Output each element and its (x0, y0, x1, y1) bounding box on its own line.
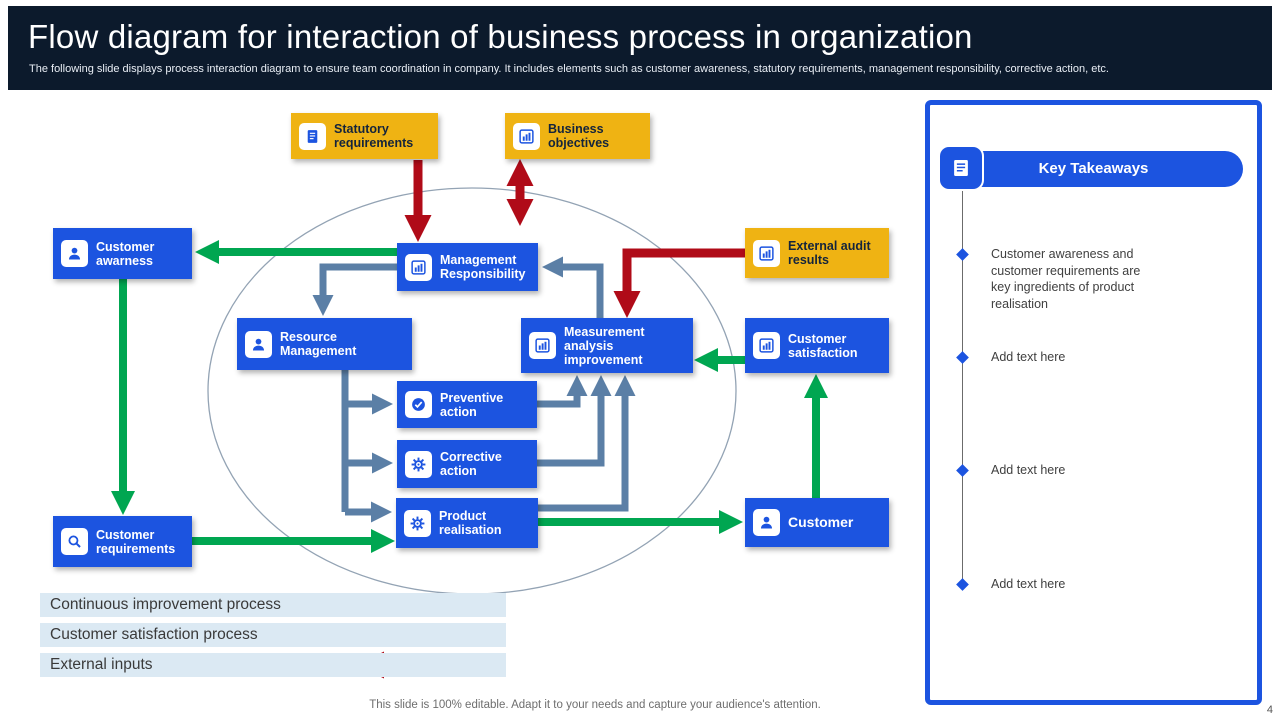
takeaways-timeline (962, 188, 963, 585)
takeaway-item: Add text here (954, 576, 1161, 593)
document-icon (299, 122, 326, 150)
takeaway-item: Add text here (954, 349, 1161, 366)
node-customer-satisfaction: Customer satisfaction (745, 318, 889, 373)
legend-row-external-inputs: External inputs (40, 653, 506, 677)
key-takeaways-title: Key Takeaways (944, 151, 1243, 187)
node-statutory-requirements: Statutory requirements (291, 113, 438, 159)
slide-header: Flow diagram for interaction of business… (8, 6, 1272, 90)
node-label: Statutory requirements (334, 122, 414, 150)
takeaway-text-placeholder: Add text here (991, 350, 1066, 364)
key-takeaways-panel: Key Takeaways Customer awareness and cus… (925, 100, 1262, 705)
legend-label: External inputs (50, 656, 153, 673)
node-label: Measurement analysis improvement (564, 324, 645, 367)
takeaway-text: Customer awareness and customer requirem… (991, 247, 1141, 311)
legend-label: Customer satisfaction process (50, 626, 258, 643)
page-title: Flow diagram for interaction of business… (28, 18, 973, 55)
editable-note: This slide is 100% editable. Adapt it to… (369, 699, 821, 711)
diamond-marker-icon (956, 464, 969, 477)
node-label: Business objectives (548, 122, 610, 150)
bar-chart-icon (513, 122, 540, 150)
legend-label: Continuous improvement process (50, 596, 281, 613)
node-label: Preventive action (440, 390, 504, 419)
node-label: Product realisation (439, 509, 502, 537)
check-icon (405, 391, 432, 418)
node-measurement-analysis-improvement: Measurement analysis improvement (521, 318, 693, 373)
gear-icon (404, 509, 431, 537)
takeaway-item: Add text here (954, 462, 1161, 479)
node-label: Management Responsibility (440, 253, 526, 281)
node-management-responsibility: Management Responsibility (397, 243, 538, 291)
node-preventive-action: Preventive action (397, 381, 537, 428)
diamond-marker-icon (956, 578, 969, 591)
node-label: Customer awarness (96, 239, 155, 268)
legend-row-customer-satisfaction: Customer satisfaction process (40, 623, 506, 647)
node-resource-management: Resource Management (237, 318, 412, 370)
page-number: 4 (1266, 704, 1273, 716)
node-customer-requirements: Customer requirements (53, 516, 192, 567)
node-customer: Customer (745, 498, 889, 547)
search-icon (61, 528, 88, 555)
book-icon (940, 147, 982, 189)
diamond-marker-icon (956, 351, 969, 364)
node-label: Customer requirements (96, 527, 176, 556)
bar-chart-icon (753, 239, 780, 267)
chart-icon (753, 332, 780, 359)
node-customer-awareness: Customer awarness (53, 228, 192, 279)
diamond-marker-icon (956, 248, 969, 261)
node-corrective-action: Corrective action (397, 440, 537, 488)
person-icon (61, 240, 88, 267)
takeaway-text-placeholder: Add text here (991, 577, 1066, 591)
chart-icon (529, 332, 556, 359)
takeaway-text-placeholder: Add text here (991, 463, 1066, 477)
node-product-realisation: Product realisation (396, 498, 538, 548)
node-label: Customer (788, 513, 854, 530)
node-label: Resource Management (280, 330, 357, 358)
node-label: External audit results (788, 239, 871, 267)
gear-icon (405, 450, 432, 478)
node-business-objectives: Business objectives (505, 113, 650, 159)
legend-row-continuous-improvement: Continuous improvement process (40, 593, 506, 617)
node-external-audit-results: External audit results (745, 228, 889, 278)
chart-icon (405, 253, 432, 281)
page-subtitle: The following slide displays process int… (29, 63, 1109, 75)
takeaway-item: Customer awareness and customer requirem… (954, 246, 1161, 312)
node-label: Customer satisfaction (788, 331, 858, 360)
person-icon (753, 509, 780, 536)
person-icon (245, 330, 272, 358)
node-label: Corrective action (440, 450, 502, 478)
